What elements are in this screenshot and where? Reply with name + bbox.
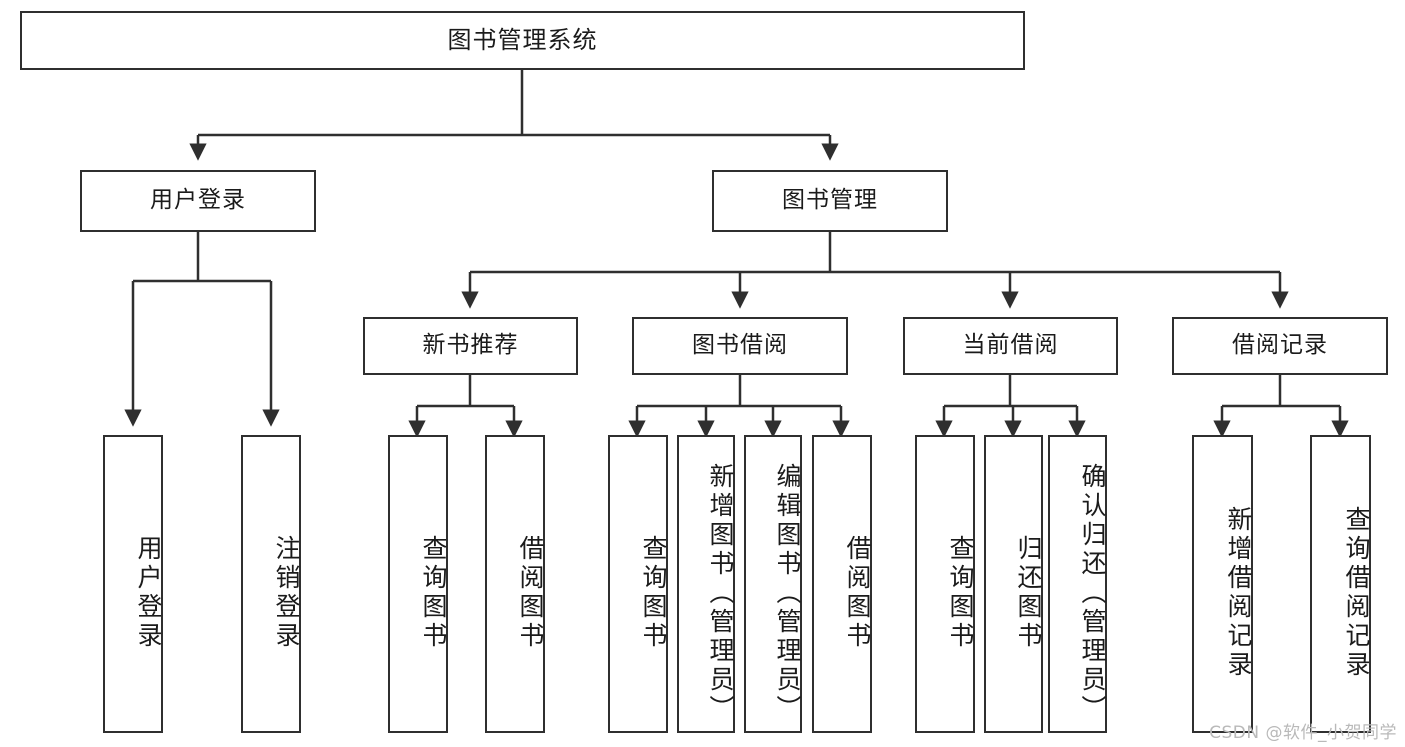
node-label: 借阅图书 [843,535,872,651]
node-current-borrow[interactable]: 当前借阅 [903,317,1118,375]
node-label: 查询图书 [639,535,668,651]
node-label: 借阅记录 [1232,332,1328,359]
node-label: 图书管理 [782,187,878,214]
leaf-borrow-book[interactable]: 借阅图书 [812,435,872,733]
node-label: 注销登录 [272,535,301,651]
leaf-query-borrow-record[interactable]: 查询借阅记录 [1310,435,1371,733]
node-label: 查询借阅记录 [1342,506,1371,680]
node-book-management[interactable]: 图书管理 [712,170,948,232]
node-label: 查询图书 [946,535,975,651]
node-borrow-record[interactable]: 借阅记录 [1172,317,1388,375]
node-new-book-recommend[interactable]: 新书推荐 [363,317,578,375]
node-label: 新增借阅记录 [1224,506,1253,680]
leaf-add-book-admin[interactable]: 新增图书（管理员） [677,435,735,733]
node-label: 确认归还（管理员） [1078,462,1107,724]
node-user-login[interactable]: 用户登录 [80,170,316,232]
csdn-watermark: CSDN @软件_小贺同学 [1209,723,1397,743]
leaf-add-borrow-record[interactable]: 新增借阅记录 [1192,435,1253,733]
node-label: 当前借阅 [962,332,1059,359]
node-label: 图书管理系统 [447,26,598,55]
node-label: 用户登录 [134,535,163,651]
leaf-query-book-recommend[interactable]: 查询图书 [388,435,448,733]
node-label: 用户登录 [150,187,246,214]
node-label: 编辑图书（管理员） [773,462,802,724]
node-label: 查询图书 [419,535,448,651]
leaf-logout-login[interactable]: 注销登录 [241,435,301,733]
leaf-query-book-current[interactable]: 查询图书 [915,435,975,733]
leaf-edit-book-admin[interactable]: 编辑图书（管理员） [744,435,802,733]
node-label: 新增图书（管理员） [706,462,735,724]
leaf-return-book[interactable]: 归还图书 [984,435,1043,733]
node-root-book-management-system[interactable]: 图书管理系统 [20,11,1025,70]
leaf-query-book-borrow[interactable]: 查询图书 [608,435,668,733]
node-label: 归还图书 [1014,535,1043,651]
leaf-user-login[interactable]: 用户登录 [103,435,163,733]
leaf-confirm-return-admin[interactable]: 确认归还（管理员） [1048,435,1107,733]
node-label: 借阅图书 [516,535,545,651]
node-label: 图书借阅 [692,332,788,359]
node-label: 新书推荐 [422,332,519,359]
leaf-borrow-book-recommend[interactable]: 借阅图书 [485,435,545,733]
node-book-borrow[interactable]: 图书借阅 [632,317,848,375]
